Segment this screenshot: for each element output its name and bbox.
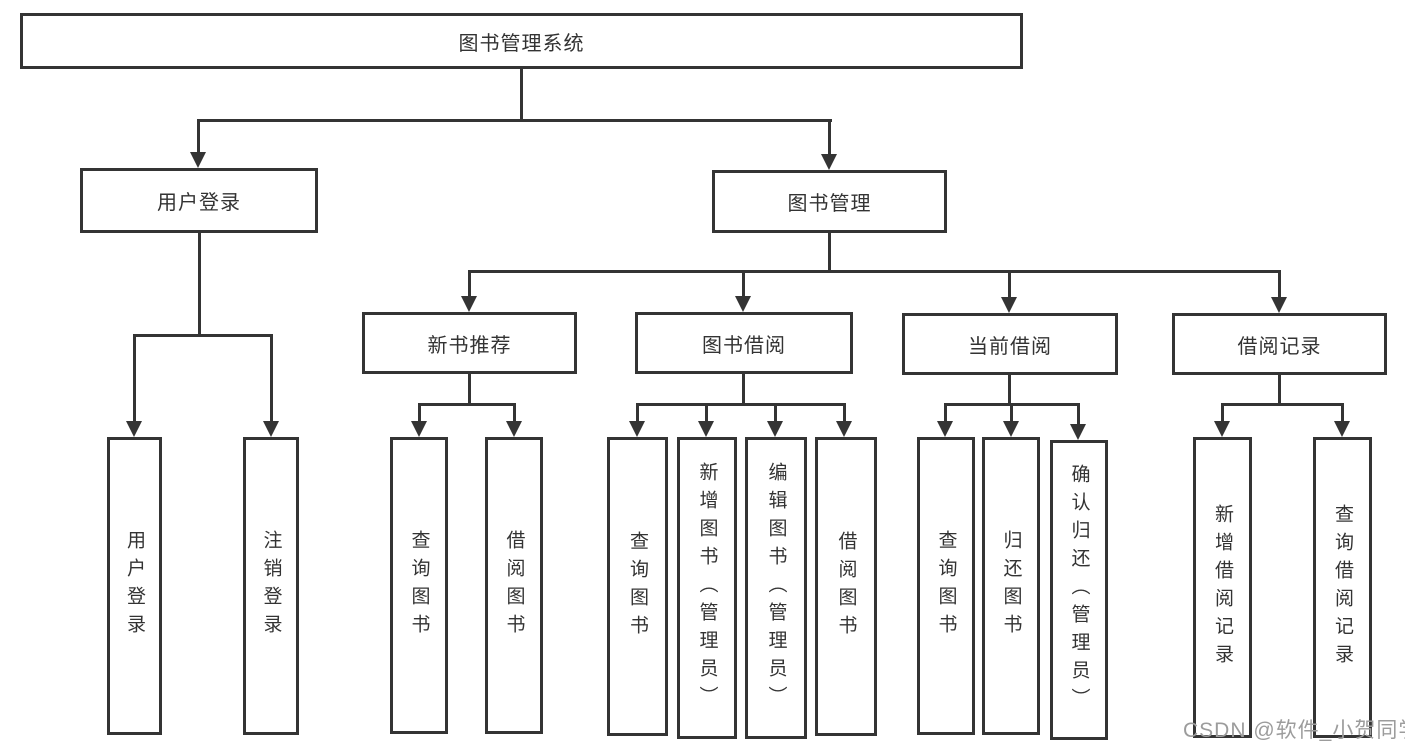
- connector-stem-current-query: [944, 403, 947, 422]
- leaf-add-borrow-record: 新增借阅记录: [1193, 437, 1252, 738]
- node-book-borrow: 图书借阅: [635, 312, 853, 374]
- node-current-borrow: 当前借阅: [902, 313, 1118, 375]
- node-new-book-recommend: 新书推荐: [362, 312, 577, 374]
- arrowhead-borrow-books: [836, 421, 852, 437]
- leaf-add-books-admin-label: 新增图书（管理员）: [696, 462, 718, 714]
- csdn-watermark: CSDN @软件_小贺同学: [1183, 719, 1405, 742]
- node-current-borrow-label: 当前借阅: [968, 335, 1052, 358]
- connector-stem-current-borrow: [1008, 270, 1011, 297]
- connector-user-login-trunk: [198, 233, 201, 336]
- node-borrow-records: 借阅记录: [1172, 313, 1387, 375]
- leaf-query-borrow-record: 查询借阅记录: [1313, 437, 1372, 738]
- node-book-management-label: 图书管理: [787, 193, 872, 215]
- leaf-edit-books-admin-label: 编辑图书（管理员）: [765, 462, 787, 714]
- leaf-current-query-books: 查询图书: [917, 437, 975, 735]
- connector-stem-recommend-borrow: [513, 403, 516, 422]
- leaf-return-books: 归还图书: [982, 437, 1040, 735]
- leaf-query-borrow-record-label: 查询借阅记录: [1332, 503, 1353, 672]
- node-new-book-recommend-label: 新书推荐: [427, 334, 512, 357]
- arrowhead-user-login: [190, 152, 206, 168]
- arrowhead-book-borrow: [735, 296, 751, 312]
- leaf-confirm-return-admin: 确认归还（管理员）: [1050, 440, 1108, 740]
- connector-stem-confirm-return: [1077, 403, 1080, 425]
- leaf-current-query-books-label: 查询图书: [935, 530, 957, 642]
- leaf-edit-books-admin: 编辑图书（管理员）: [745, 437, 807, 739]
- leaf-borrow-books: 借阅图书: [815, 437, 877, 736]
- arrowhead-leaf-logout: [263, 421, 279, 437]
- leaf-confirm-return-admin-label: 确认归还（管理员）: [1068, 464, 1090, 716]
- connector-level2-rail: [197, 119, 832, 122]
- connector-stem-query-record: [1341, 403, 1344, 422]
- leaf-user-login-label: 用户登录: [124, 530, 145, 642]
- connector-book-borrow-trunk: [742, 374, 745, 406]
- connector-user-login-rail: [133, 334, 273, 337]
- node-borrow-records-label: 借阅记录: [1237, 335, 1322, 358]
- arrowhead-edit-books: [767, 421, 783, 437]
- connector-stem-borrow-books: [843, 403, 846, 422]
- leaf-recommend-query-books-label: 查询图书: [408, 529, 430, 642]
- connector-borrow-records-trunk: [1278, 375, 1281, 406]
- leaf-add-borrow-record-label: 新增借阅记录: [1212, 503, 1233, 672]
- arrowhead-query-record: [1334, 421, 1350, 437]
- node-root-label: 图书管理系统: [458, 32, 585, 55]
- leaf-user-login: 用户登录: [107, 437, 162, 735]
- connector-stem-leaf-logout: [270, 334, 273, 422]
- connector-new-book-trunk: [468, 374, 471, 406]
- connector-level3-rail: [468, 270, 1281, 273]
- connector-stem-return-books: [1010, 403, 1013, 422]
- connector-stem-borrow-records: [1278, 270, 1281, 297]
- leaf-logout: 注销登录: [243, 437, 299, 735]
- leaf-borrow-query-books: 查询图书: [607, 437, 668, 736]
- connector-current-borrow-trunk: [1008, 375, 1011, 406]
- leaf-logout-label: 注销登录: [260, 530, 282, 642]
- arrowhead-add-books: [698, 421, 714, 437]
- connector-book-borrow-rail: [636, 403, 846, 406]
- connector-borrow-records-rail: [1221, 403, 1344, 406]
- connector-stem-add-books: [705, 403, 708, 422]
- arrowhead-recommend-query: [411, 421, 427, 437]
- node-book-borrow-label: 图书借阅: [702, 334, 786, 357]
- node-root: 图书管理系统: [20, 13, 1023, 69]
- leaf-recommend-borrow-books: 借阅图书: [485, 437, 543, 734]
- connector-stem-book-borrow: [742, 270, 745, 297]
- node-user-login: 用户登录: [80, 168, 318, 233]
- connector-stem-new-book: [468, 270, 471, 297]
- leaf-borrow-query-books-label: 查询图书: [627, 530, 648, 643]
- leaf-borrow-books-label: 借阅图书: [835, 530, 857, 643]
- connector-root-trunk: [520, 69, 523, 121]
- arrowhead-current-borrow: [1001, 297, 1017, 313]
- leaf-return-books-label: 归还图书: [1000, 530, 1022, 642]
- leaf-recommend-query-books: 查询图书: [390, 437, 448, 734]
- arrowhead-borrow-query: [629, 421, 645, 437]
- arrowhead-confirm-return: [1070, 424, 1086, 440]
- connector-stem-borrow-query: [636, 403, 639, 422]
- connector-stem-leaf-user-login: [133, 334, 136, 422]
- arrowhead-new-book: [461, 296, 477, 312]
- node-book-management: 图书管理: [712, 170, 947, 233]
- node-user-login-label: 用户登录: [157, 192, 241, 214]
- arrowhead-return-books: [1003, 421, 1019, 437]
- arrowhead-borrow-records: [1271, 297, 1287, 313]
- leaf-recommend-borrow-books-label: 借阅图书: [503, 529, 525, 642]
- arrowhead-current-query: [937, 421, 953, 437]
- connector-stem-recommend-query: [418, 403, 421, 422]
- arrowhead-leaf-user-login: [126, 421, 142, 437]
- connector-stem-edit-books: [774, 403, 777, 422]
- connector-stem-book-management: [828, 119, 831, 155]
- arrowhead-add-record: [1214, 421, 1230, 437]
- connector-new-book-rail: [418, 403, 516, 406]
- leaf-add-books-admin: 新增图书（管理员）: [677, 437, 737, 739]
- connector-book-management-trunk: [828, 233, 831, 273]
- connector-stem-user-login: [197, 119, 200, 153]
- connector-stem-add-record: [1221, 403, 1224, 422]
- arrowhead-recommend-borrow: [506, 421, 522, 437]
- arrowhead-book-management: [821, 154, 837, 170]
